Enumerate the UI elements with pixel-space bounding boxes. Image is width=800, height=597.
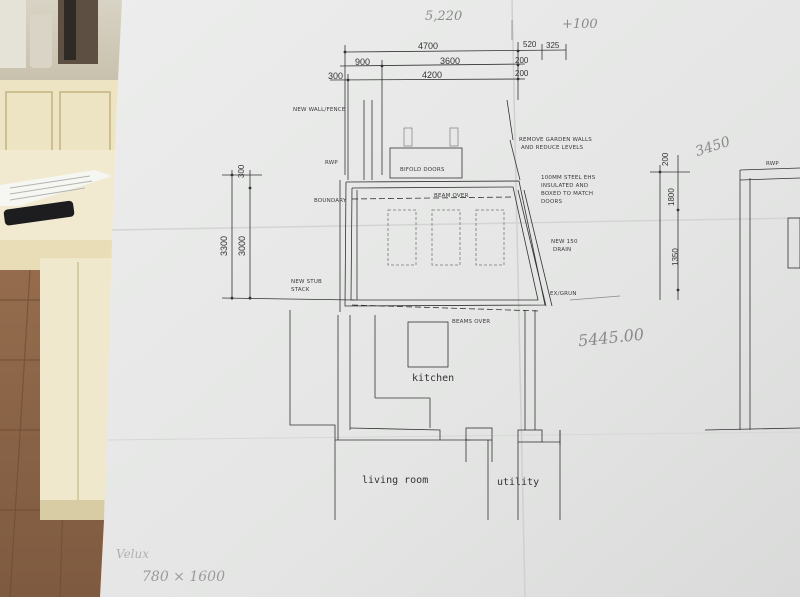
dimension-4700: 4700 [418,41,439,51]
dimension-300-vertical: 300 [237,164,246,178]
note-existing-run: EX/GRUN [550,291,577,297]
note-rwp-left: RWP [325,160,338,166]
note-remove-walls-line-1: REMOVE GARDEN WALLS [519,137,592,143]
plus-note: +100 [562,17,598,32]
dimension-1800: 1800 [667,188,676,206]
note-beams-over: BEAMS OVER [452,319,491,325]
dimension-3600: 3600 [440,56,461,66]
note-new-drain-line-2: DRAIN [553,247,572,253]
dimension-200-right: 200 [661,152,670,166]
note-steel-line-4: DOORS [541,199,563,205]
note-rwp-right: RWP [766,161,779,167]
note-steel-line-1: 100MM STEEL EHS [541,175,596,181]
note-new-stub-line-1: NEW STUB [291,279,323,285]
room-label-living-room: living room [362,475,429,486]
dimension-1350: 1350 [671,248,680,266]
note-boundary: BOUNDARY [314,198,347,204]
dimension-520: 520 [523,40,537,49]
note-beam-over: BEAM OVER [434,193,469,199]
note-new-wall-fence: NEW WALL/FENCE [293,107,346,113]
dimension-300-a: 300 [328,71,344,81]
dimension-3300: 3300 [219,235,229,256]
dimension-900: 900 [355,57,371,67]
note-steel-line-2: INSULATED AND [541,183,589,189]
note-bifold-doors: BIFOLD DOORS [400,167,445,173]
dimension-200-b: 200 [515,69,529,78]
dimension-overall-top: 5,220 [425,9,463,24]
note-steel-line-3: BOXED TO MATCH [541,191,594,197]
note-new-drain-line-1: NEW 150 [551,239,578,245]
room-label-kitchen: kitchen [412,373,455,384]
handwritten-velux-size: 780 × 1600 [142,569,225,585]
dimension-4200: 4200 [422,70,443,80]
dimension-200-a: 200 [515,56,529,65]
note-remove-walls-line-2: AND REDUCE LEVELS [521,145,584,151]
room-label-utility: utility [497,477,540,488]
note-new-stub-line-2: STACK [291,287,310,293]
dimension-325: 325 [546,41,560,50]
handwritten-velux: Velux [116,547,149,561]
dimension-3000: 3000 [237,235,247,256]
